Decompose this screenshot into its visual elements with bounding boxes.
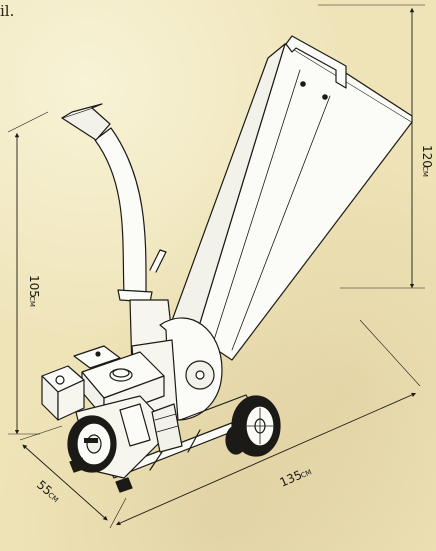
wood-chipper — [41, 35, 413, 493]
dimension-height-chute — [318, 4, 425, 289]
svg-text:CM: CM — [28, 296, 36, 307]
discharge-chute — [61, 103, 167, 303]
svg-text:120: 120 — [420, 145, 434, 168]
label-width: 55 CM — [34, 478, 60, 505]
wheel — [225, 395, 281, 457]
svg-text:CM: CM — [300, 468, 313, 480]
engine — [41, 345, 183, 493]
svg-text:105: 105 — [27, 275, 41, 298]
feed-hopper — [169, 35, 413, 361]
dimension-width — [19, 425, 108, 521]
dimension-height-discharge — [7, 111, 49, 435]
dimension-length — [109, 319, 421, 529]
svg-text:135: 135 — [278, 468, 305, 490]
label-length: 135 CM — [278, 468, 313, 490]
label-height-chute: 120 CM — [420, 145, 434, 177]
clipped-caption-text: il. — [0, 2, 15, 20]
svg-text:CM: CM — [421, 166, 429, 177]
label-height-discharge: 105 CM — [27, 275, 41, 307]
